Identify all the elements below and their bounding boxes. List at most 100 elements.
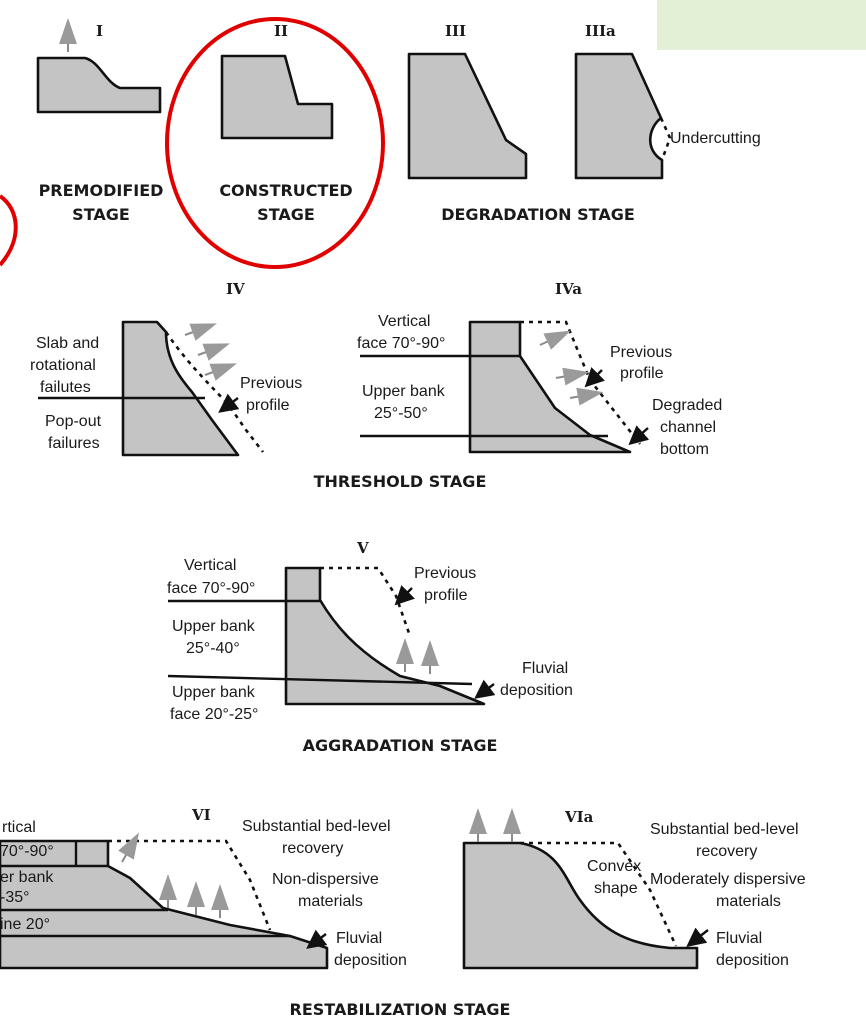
arrow-icon (628, 425, 650, 446)
v-right-4: deposition (500, 682, 573, 699)
tree-icon (186, 880, 206, 916)
corner-box (657, 0, 866, 50)
undercut-profile (659, 117, 672, 161)
iva-right-2: profile (620, 365, 664, 382)
stage-iiia-numeral: IIIa (585, 22, 616, 40)
iv-left-5: failures (48, 435, 100, 452)
iva-right-4: channel (660, 419, 716, 436)
iva-left-2: face 70°-90° (357, 335, 445, 352)
iva-right-1: Previous (610, 344, 672, 361)
iv-right-2: profile (246, 397, 290, 414)
vi-right-3: Non-dispersive (272, 871, 379, 888)
stage-iii-bank (407, 52, 528, 180)
threshold-label: THRESHOLD STAGE (314, 472, 487, 491)
constructed-label-1: CONSTRUCTED (219, 181, 352, 200)
tree-icon (58, 17, 78, 53)
vi-right-1: Substantial bed-level (242, 818, 391, 835)
tree-icon (193, 333, 235, 365)
iv-previous-profile (164, 331, 265, 453)
stage-vi-numeral: VI (191, 806, 211, 824)
iv-right-1: Previous (240, 375, 302, 392)
stage-iiia-bank (574, 52, 664, 180)
vi-left-1: rtical (2, 819, 36, 836)
arrow-icon (218, 393, 240, 413)
via-right-4: materials (716, 893, 781, 910)
vi-left-3: er bank (0, 869, 54, 886)
iv-left-1: Slab and (36, 335, 99, 352)
vi-right-4: materials (298, 893, 363, 910)
vi-previous-profile (108, 839, 272, 931)
iva-right-3: Degraded (652, 397, 722, 414)
v-previous-profile (320, 566, 412, 637)
vi-right-6: deposition (334, 952, 407, 969)
tree-icon (567, 382, 607, 408)
iv-left-2: rotational (30, 357, 96, 374)
v-left-3: Upper bank (172, 618, 256, 635)
highlight-arc-left (0, 194, 18, 267)
iv-left-4: Pop-out (45, 413, 102, 430)
vi-right-2: recovery (282, 840, 343, 857)
tree-icon (210, 883, 230, 919)
vi-right-5: Fluvial (336, 930, 382, 947)
iv-left-3: failutes (40, 379, 91, 396)
v-right-2: profile (424, 587, 468, 604)
iva-left-4: 25°-50° (374, 405, 428, 422)
tree-icon (420, 639, 440, 675)
tree-icon (180, 313, 222, 345)
iva-left-1: Vertical (378, 313, 430, 330)
restabilization-label: RESTABILIZATION STAGE (290, 1000, 511, 1019)
tree-icon (535, 321, 576, 355)
arrow-icon (474, 679, 496, 699)
stage-via-numeral: VIa (564, 808, 594, 826)
v-left-4: 25°-40° (186, 640, 240, 657)
v-left-5: Upper bank (172, 684, 256, 701)
vi-left-2: 70°-90° (0, 843, 54, 860)
tree-icon (502, 807, 522, 843)
arrow-icon (306, 929, 328, 949)
constructed-label-2: STAGE (257, 205, 315, 224)
tree-icon (553, 362, 593, 388)
iva-left-3: Upper bank (362, 383, 446, 400)
stage-v-bank (284, 566, 486, 706)
degradation-label: DEGRADATION STAGE (441, 205, 635, 224)
via-right-2: recovery (696, 843, 757, 860)
v-left-1: Vertical (184, 557, 236, 574)
via-mid-2: shape (594, 880, 638, 897)
stage-via-bank (462, 841, 699, 970)
arrow-icon (686, 927, 709, 947)
v-right-3: Fluvial (522, 660, 568, 677)
arrow-icon (394, 585, 415, 606)
stage-iv-bank (121, 320, 240, 457)
tree-icon (158, 873, 178, 909)
via-right-5: Fluvial (716, 930, 762, 947)
premodified-label-2: STAGE (72, 205, 130, 224)
v-left-2: face 70°-90° (167, 580, 255, 597)
v-right-1: Previous (414, 565, 476, 582)
tree-icon (395, 637, 415, 673)
vi-left-5: ine 20° (0, 916, 50, 933)
stage-iv-numeral: IV (226, 280, 245, 298)
stage-v-numeral: V (356, 539, 369, 557)
via-previous-profile (520, 841, 678, 947)
undercutting-label: Undercutting (670, 130, 761, 147)
arrow-icon (584, 367, 605, 388)
via-right-1: Substantial bed-level (650, 821, 799, 838)
stage-iii-numeral: III (445, 22, 466, 40)
tree-icon (468, 807, 488, 843)
via-mid-1: Convex (587, 858, 641, 875)
tree-icon (113, 827, 148, 868)
stage-i-numeral: I (96, 22, 103, 40)
highlight-circle (165, 17, 385, 269)
v-left-6: face 20°-25° (170, 706, 258, 723)
aggradation-label: AGGRADATION STAGE (303, 736, 498, 755)
via-right-6: deposition (716, 952, 789, 969)
vi-left-4: -35° (0, 889, 30, 906)
stage-ii-numeral: II (274, 22, 288, 40)
iva-right-5: bottom (660, 441, 709, 458)
v-divider-2 (167, 674, 473, 686)
premodified-label-1: PREMODIFIED (39, 181, 164, 200)
stage-iva-bank (468, 320, 632, 454)
stage-vi-bank (0, 839, 329, 970)
stage-i-bank (36, 56, 162, 114)
via-right-3: Moderately dispersive (650, 871, 806, 888)
